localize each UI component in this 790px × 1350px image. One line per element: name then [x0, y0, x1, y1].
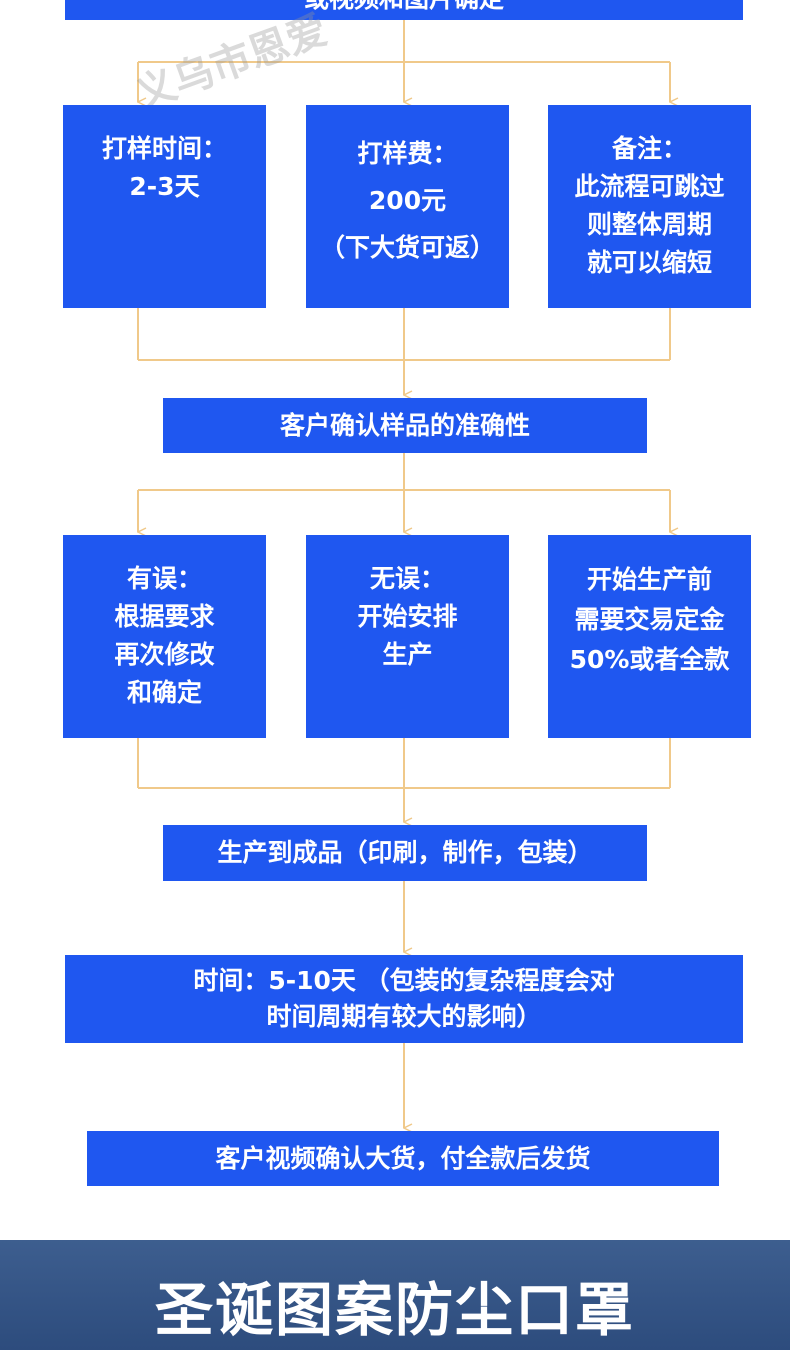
no-error-label: 无误： — [369, 564, 445, 593]
top-step-box: 或视频和图片确定 — [65, 0, 743, 20]
error-line-3: 和确定 — [126, 678, 202, 707]
remark-label: 备注： — [611, 134, 687, 163]
time-line-2: 时间周期有较大的影响） — [266, 1002, 542, 1031]
sample-time-value: 2-3天 — [129, 172, 200, 201]
footer-banner: 圣诞图案防尘口罩 — [0, 1240, 790, 1350]
error-line-2: 再次修改 — [114, 640, 215, 669]
error-line-1: 根据要求 — [114, 602, 215, 631]
time-box: 时间：5-10天 （包装的复杂程度会对 时间周期有较大的影响） — [65, 955, 743, 1043]
remark-line-3: 就可以缩短 — [586, 248, 712, 277]
delivery-box: 客户视频确认大货，付全款后发货 — [87, 1131, 719, 1186]
deposit-box: 开始生产前 需要交易定金 50%或者全款 — [548, 535, 751, 738]
no-error-box: 无误： 开始安排 生产 — [306, 535, 509, 738]
deposit-line-3: 50%或者全款 — [569, 645, 730, 674]
production-text: 生产到成品（印刷，制作，包装） — [217, 838, 593, 867]
remark-box: 备注： 此流程可跳过 则整体周期 就可以缩短 — [548, 105, 751, 308]
production-box: 生产到成品（印刷，制作，包装） — [163, 825, 647, 881]
delivery-text: 客户视频确认大货，付全款后发货 — [215, 1143, 591, 1173]
remark-line-2: 则整体周期 — [586, 210, 712, 239]
time-line-1: 时间：5-10天 （包装的复杂程度会对 — [193, 966, 615, 995]
sample-fee-label: 打样费： — [357, 139, 458, 168]
deposit-line-2: 需要交易定金 — [574, 605, 725, 634]
remark-line-1: 此流程可跳过 — [574, 172, 725, 201]
footer-title: 圣诞图案防尘口罩 — [154, 1276, 635, 1344]
sample-time-box: 打样时间： 2-3天 — [63, 105, 266, 308]
top-step-text: 或视频和图片确定 — [304, 0, 504, 20]
deposit-line-1: 开始生产前 — [586, 565, 712, 594]
confirm-sample-text: 客户确认样品的准确性 — [279, 410, 530, 440]
error-box: 有误： 根据要求 再次修改 和确定 — [63, 535, 266, 738]
sample-fee-note: （下大货可返） — [319, 233, 495, 262]
confirm-sample-box: 客户确认样品的准确性 — [163, 398, 647, 453]
error-label: 有误： — [126, 564, 202, 593]
no-error-line-1: 开始安排 — [357, 602, 458, 631]
sample-fee-value: 200元 — [368, 186, 447, 215]
sample-time-label: 打样时间： — [101, 134, 227, 163]
sample-fee-box: 打样费： 200元 （下大货可返） — [306, 105, 509, 308]
no-error-line-2: 生产 — [382, 640, 433, 669]
